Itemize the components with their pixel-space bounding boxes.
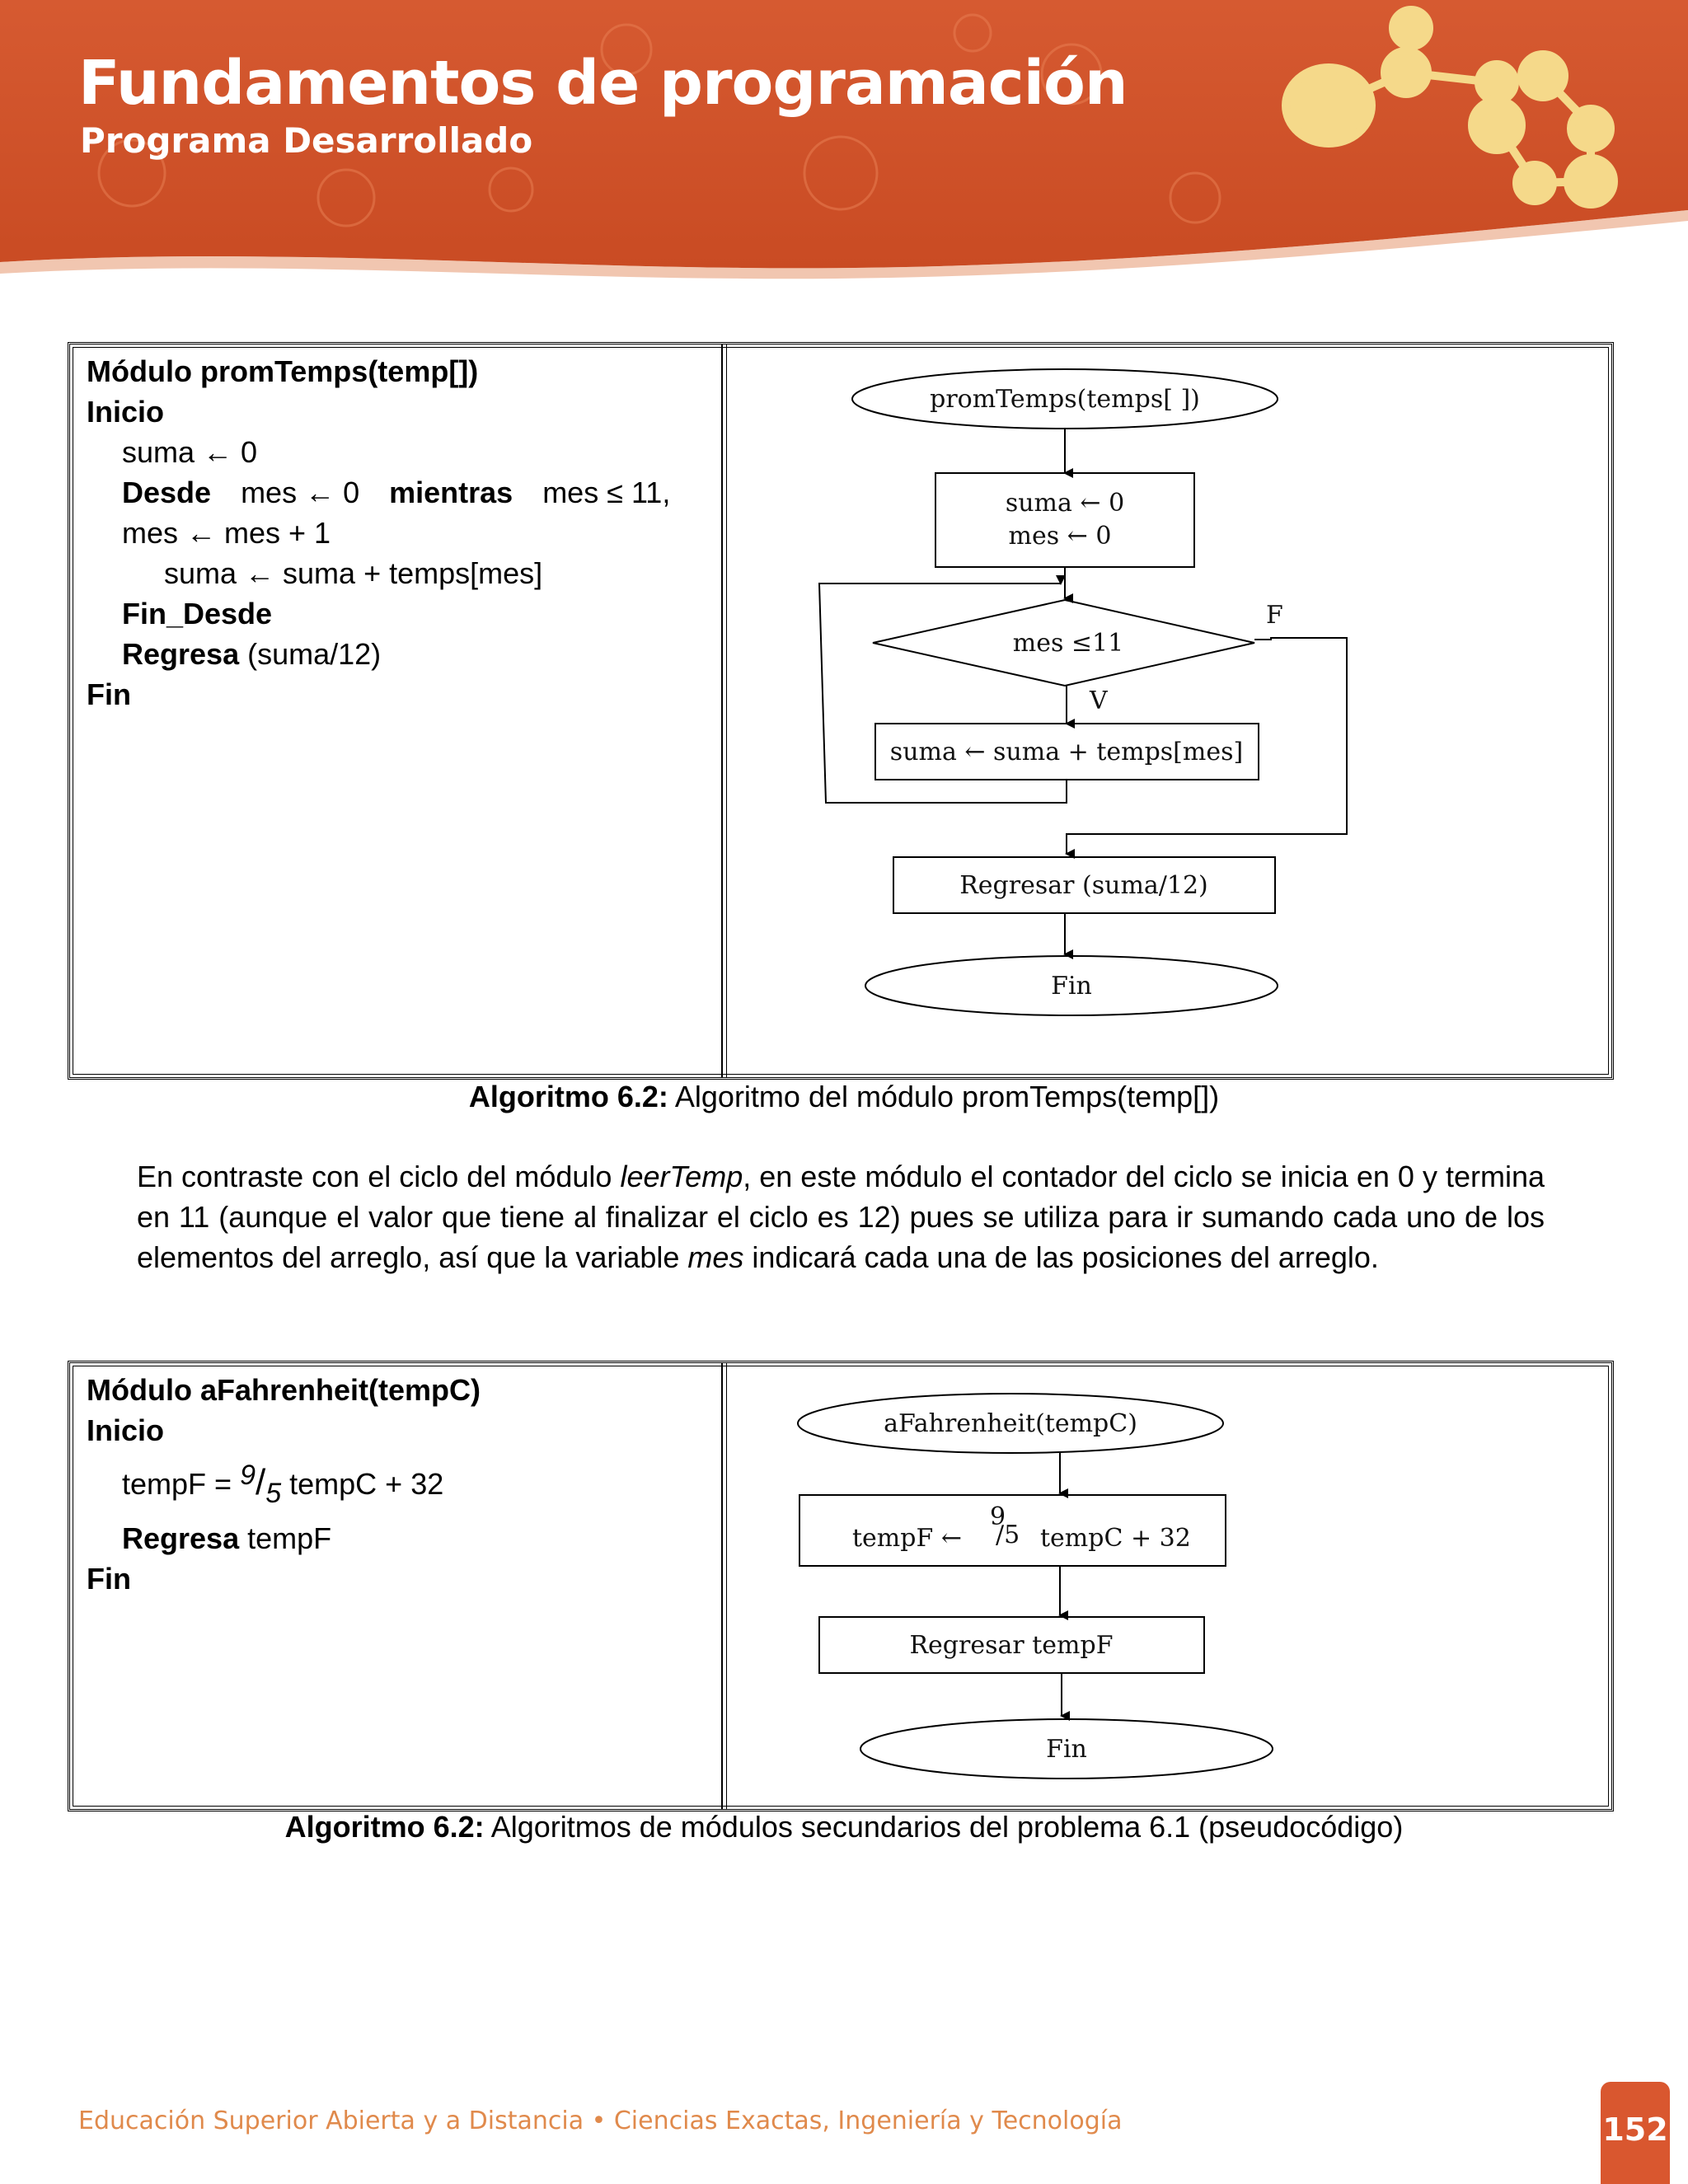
pseudo-line: mes ← mes + 1 [87, 513, 713, 553]
keyword-fin: Fin [87, 1562, 131, 1596]
pseudo-line: suma ← suma + temps[mes] [87, 553, 713, 593]
keyword-mientras: mientras [389, 476, 513, 509]
pseudo-line: Regresa tempF [87, 1518, 713, 1558]
flow-assign-rhs: tempC + 32 [1040, 1524, 1191, 1553]
flow-false-label: F [1266, 601, 1283, 630]
pseudo-line: suma ← 0 [87, 432, 713, 472]
footer-institution: Educación Superior Abierta y a Distancia… [78, 2107, 1122, 2135]
module-header: Módulo promTemps(temp[]) [87, 354, 478, 388]
page-number: 152 [1601, 2111, 1670, 2148]
document-title: Fundamentos de programación [78, 48, 1128, 119]
flow-return-label: Regresar tempF [909, 1631, 1113, 1660]
fraction-slash: / [256, 1462, 265, 1502]
caption-label: Algoritmo 6.2: [469, 1080, 668, 1113]
caption-algorithm-1: Algoritmo 6.2: Algoritmo del módulo prom… [0, 1080, 1688, 1114]
pseudocode-afahrenheit: Módulo aFahrenheit(tempC) Inicio tempF =… [87, 1370, 713, 1599]
fraction-numerator: 9 [240, 1460, 256, 1491]
loop-condition: mes ≤ 11, [542, 476, 670, 509]
pseudo-line: Fin_Desde [87, 593, 713, 634]
pseudocode-promtemps: Módulo promTemps(temp[]) Inicio suma ← 0… [87, 351, 713, 715]
para-italic: mes [687, 1240, 743, 1274]
pseudo-line: Fin [87, 1558, 713, 1599]
flow-init-line-1: suma ← 0 [1006, 489, 1124, 518]
flow-loop-back-arrow [819, 583, 1067, 803]
pseudo-line: Inicio [87, 391, 713, 432]
flow-condition-label: mes ≤11 [1013, 629, 1123, 658]
pseudo-line: Desde mes ← 0 mientras mes ≤ 11, [87, 472, 713, 513]
flow-assign-lhs: tempF ← [852, 1524, 962, 1553]
pseudo-line: Módulo promTemps(temp[]) [87, 351, 713, 391]
keyword-fin: Fin [87, 677, 131, 711]
flow-start-label: aFahrenheit(tempC) [884, 1409, 1137, 1438]
pseudo-line: Regresa (suma/12) [87, 634, 713, 674]
page-number-tab: 152 [1601, 2082, 1670, 2184]
caption-algorithm-2: Algoritmo 6.2: Algoritmos de módulos sec… [0, 1810, 1688, 1844]
pseudo-line: Fin [87, 674, 713, 715]
keyword-regresa: Regresa [122, 637, 239, 671]
body-paragraph: En contraste con el ciclo del módulo lee… [137, 1156, 1545, 1277]
keyword-desde: Desde [122, 476, 211, 509]
flow-body-label: suma ← suma + temps[mes] [890, 738, 1243, 766]
module-header: Módulo aFahrenheit(tempC) [87, 1373, 481, 1407]
header-banner: Fundamentos de programación Programa Des… [0, 0, 1688, 280]
para-text: indicará cada una de las posiciones del … [743, 1240, 1378, 1274]
return-value: tempF [239, 1521, 331, 1555]
flow-end-label: Fin [1051, 972, 1092, 1001]
flow-init-box [935, 473, 1194, 567]
loop-init: mes ← 0 [241, 476, 359, 509]
keyword-regresa: Regresa [122, 1521, 239, 1555]
algorithm-table-afahrenheit: Módulo aFahrenheit(tempC) Inicio tempF =… [68, 1361, 1614, 1811]
document-subtitle: Programa Desarrollado [80, 120, 532, 161]
keyword-fin-desde: Fin_Desde [122, 597, 272, 630]
pseudo-line: Módulo aFahrenheit(tempC) [87, 1370, 713, 1410]
flowchart-afahrenheit: aFahrenheit(tempC) tempF ← 9 /5 tempC + … [727, 1363, 1609, 1808]
fraction-9-5: 9/5 [240, 1467, 281, 1501]
flow-true-label: V [1089, 687, 1109, 715]
caption-text: Algoritmos de módulos secundarios del pr… [485, 1810, 1404, 1844]
flow-end-label: Fin [1046, 1735, 1087, 1764]
keyword-inicio: Inicio [87, 395, 164, 429]
table-divider [721, 1363, 723, 1809]
flow-init-line-2: mes ← 0 [1009, 522, 1112, 551]
flow-start-label: promTemps(temps[ ]) [930, 385, 1200, 414]
pseudo-line: Inicio [87, 1410, 713, 1451]
return-value: (suma/12) [247, 637, 381, 671]
para-text: En contraste con el ciclo del módulo [137, 1160, 620, 1193]
para-italic: leerTemp [620, 1160, 743, 1193]
pseudo-line: tempF = 9/5 tempC + 32 [87, 1451, 713, 1518]
flowchart-promtemps: promTemps(temps[ ]) suma ← 0 mes ← 0 mes… [727, 344, 1609, 1078]
caption-label: Algoritmo 6.2: [285, 1810, 485, 1844]
keyword-inicio: Inicio [87, 1413, 164, 1447]
assign-rhs: tempC + 32 [281, 1467, 443, 1501]
flow-return-label: Regresar (suma/12) [959, 871, 1208, 900]
fraction-denominator: 5 [265, 1478, 281, 1509]
algorithm-table-promtemps: Módulo promTemps(temp[]) Inicio suma ← 0… [68, 342, 1614, 1080]
flow-assign-den: /5 [996, 1521, 1020, 1549]
assign-lhs: tempF = [122, 1467, 240, 1501]
caption-text: Algoritmo del módulo promTemps(temp[]) [668, 1080, 1219, 1113]
table-divider [721, 344, 723, 1077]
